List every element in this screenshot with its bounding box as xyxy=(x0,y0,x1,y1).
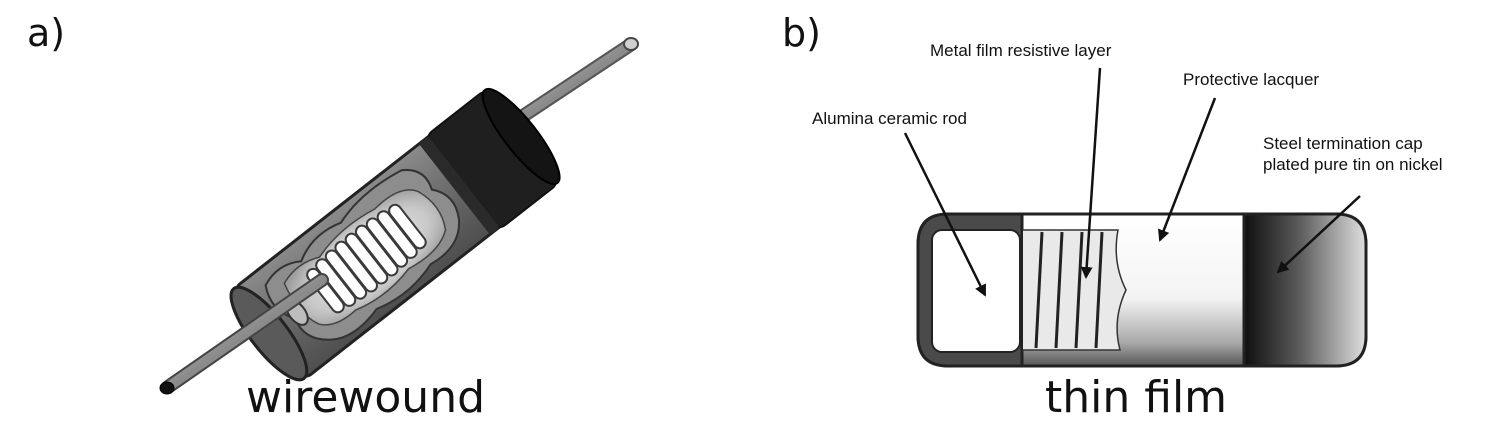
body-front-face xyxy=(229,285,309,382)
film-spiral-cuts xyxy=(1034,231,1104,349)
callout-steel-cap-line1: Steel termination cap xyxy=(1263,134,1423,153)
callout-arrows xyxy=(903,67,1361,297)
steel-termination-cap xyxy=(1242,212,1368,368)
callout-metal-film: Metal film resistive layer xyxy=(930,41,1112,60)
callout-alumina-rod: Alumina ceramic rod xyxy=(812,109,967,128)
arrow-protective-lacquer xyxy=(1158,97,1217,242)
arrow-alumina-rod xyxy=(903,132,987,297)
panel-a-label: a) xyxy=(27,11,66,55)
thin-film-caption: thin film xyxy=(1045,372,1228,423)
callout-protective-lacquer: Protective lacquer xyxy=(1183,70,1320,89)
wirewound-caption: wirewound xyxy=(246,372,486,423)
panel-b-label: b) xyxy=(782,11,821,55)
wirewound-resistor xyxy=(159,37,639,395)
arrow-metal-film xyxy=(1080,67,1102,279)
callout-steel-cap-line2: plated pure tin on nickel xyxy=(1263,155,1443,174)
arrow-steel-cap xyxy=(1276,195,1361,274)
thin-film-resistor xyxy=(916,212,1368,368)
